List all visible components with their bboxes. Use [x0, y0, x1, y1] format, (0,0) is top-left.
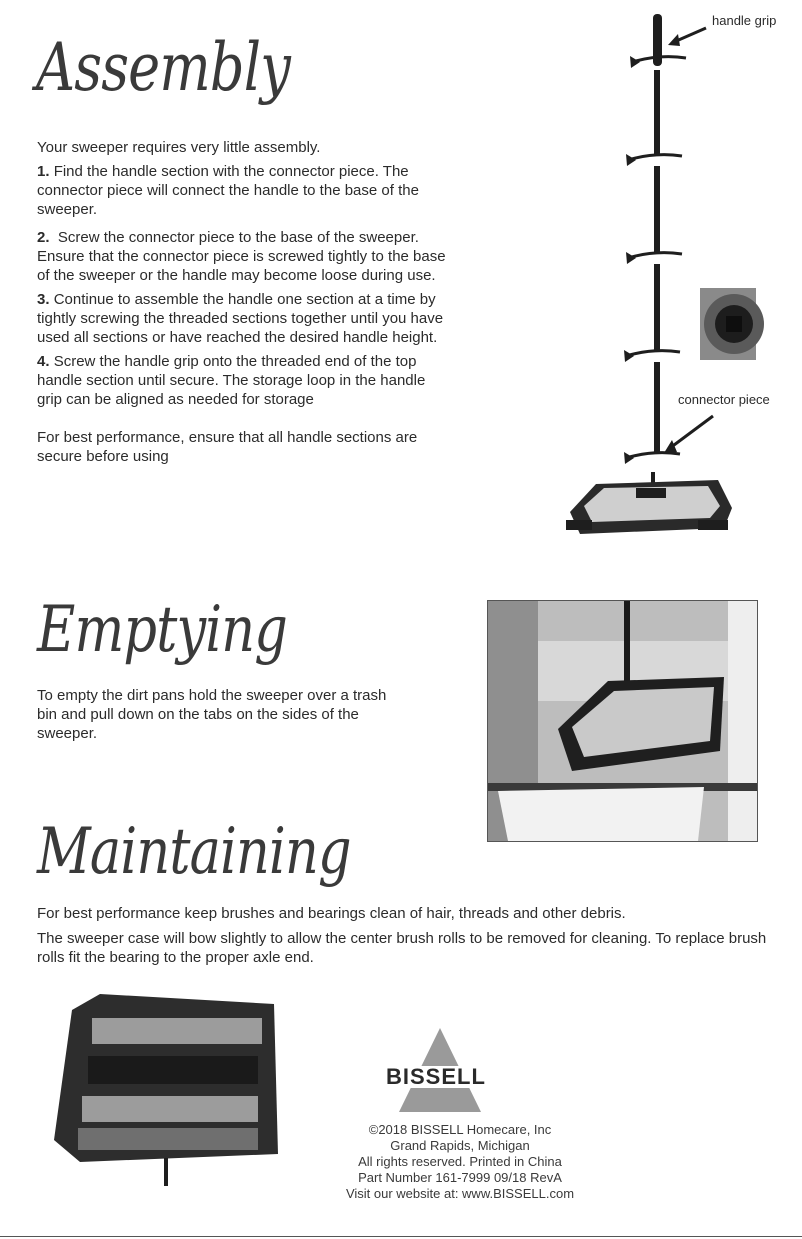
- handle-assembly-diagram: handle grip connector piece: [560, 0, 802, 570]
- handle-diagram-graphic: [566, 14, 764, 534]
- assembly-step-4: 4. Screw the handle grip onto the thread…: [37, 352, 452, 409]
- maintaining-para-1: For best performance keep brushes and be…: [37, 905, 626, 922]
- assembly-heading: Assembly: [36, 29, 291, 106]
- emptying-photo: [487, 600, 758, 842]
- footer-copyright: ©2018 BISSELL Homecare, Inc: [368, 1122, 552, 1137]
- bissell-logo: BISSELL: [384, 1028, 510, 1116]
- step-number: 4.: [37, 353, 50, 370]
- brush-rolls-graphic: [54, 994, 278, 1186]
- footer-part-number: Part Number 161-7999 09/18 RevA: [358, 1170, 562, 1185]
- maintaining-text: For best performance keep brushes and be…: [37, 904, 777, 967]
- step-number: 1.: [37, 163, 50, 180]
- step-text: Continue to assemble the handle one sect…: [37, 291, 444, 346]
- connector-piece-label: connector piece: [678, 392, 770, 407]
- handle-grip-label: handle grip: [712, 13, 777, 28]
- footer-location: Grand Rapids, Michigan: [390, 1138, 530, 1153]
- step-number: 3.: [37, 291, 50, 308]
- bottom-rule: [0, 1236, 802, 1237]
- footer-rights: All rights reserved. Printed in China: [358, 1154, 562, 1169]
- step-number: 2.: [37, 229, 50, 246]
- maintaining-heading: Maintaining: [37, 815, 352, 889]
- emptying-photo-graphic: [488, 601, 757, 841]
- bissell-triangle-icon: [386, 1028, 506, 1112]
- footer: ©2018 BISSELL Homecare, Inc Grand Rapids…: [310, 1122, 610, 1202]
- assembly-step-2: 2. Screw the connector piece to the base…: [37, 228, 452, 285]
- maintaining-para-2: The sweeper case will bow slightly to al…: [37, 930, 767, 966]
- step-text: Screw the handle grip onto the threaded …: [37, 353, 426, 408]
- assembly-intro: Your sweeper requires very little assemb…: [37, 139, 321, 156]
- assembly-note: For best performance, ensure that all ha…: [37, 429, 418, 465]
- emptying-text: To empty the dirt pans hold the sweeper …: [37, 687, 387, 742]
- assembly-step-1: 1. Find the handle section with the conn…: [37, 162, 452, 219]
- step-text: Find the handle section with the connect…: [37, 163, 419, 218]
- footer-website: Visit our website at: www.BISSELL.com: [345, 1186, 575, 1201]
- emptying-heading: Emptying: [37, 593, 288, 667]
- brush-rolls-photo: [52, 990, 284, 1186]
- assembly-instructions: Your sweeper requires very little assemb…: [37, 138, 452, 471]
- bissell-wordmark: BISSELL: [386, 1064, 486, 1089]
- assembly-step-3: 3. Continue to assemble the handle one s…: [37, 290, 452, 347]
- step-text: Screw the connector piece to the base of…: [37, 229, 446, 284]
